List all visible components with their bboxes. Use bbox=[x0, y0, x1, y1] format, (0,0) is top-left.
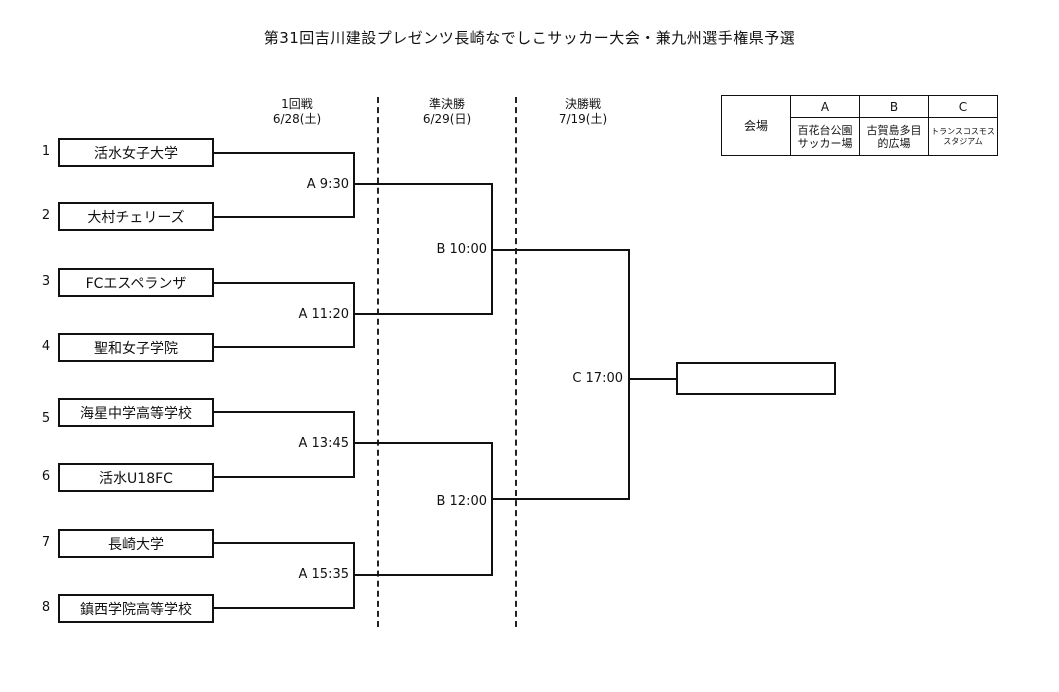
venue-name-line: 的広場 bbox=[877, 136, 911, 150]
round-separator bbox=[377, 97, 379, 627]
team-box: FCエスペランザ bbox=[58, 268, 214, 297]
venue-name-line: トランスコスモス bbox=[931, 126, 995, 136]
bracket-line bbox=[353, 411, 355, 478]
bracket-line bbox=[353, 282, 355, 348]
round-date: 6/29(日) bbox=[422, 112, 472, 126]
bracket-line bbox=[353, 574, 493, 576]
seed-number: 6 bbox=[41, 469, 51, 484]
seed-number: 2 bbox=[41, 208, 51, 223]
bracket-line bbox=[214, 346, 355, 348]
round-header-r1: 1回戦 6/28(土) bbox=[237, 97, 357, 127]
team-box: 長崎大学 bbox=[58, 529, 214, 558]
bracket-line bbox=[353, 183, 493, 185]
venue-code: C bbox=[928, 95, 998, 118]
team-box: 活水U18FC bbox=[58, 463, 214, 492]
tournament-title: 第31回吉川建設プレゼンツ長崎なでしこサッカー大会・兼九州選手権県予選 bbox=[263, 29, 796, 47]
seed-number: 8 bbox=[41, 600, 51, 615]
match-label: B 10:00 bbox=[436, 242, 487, 257]
match-label: C 17:00 bbox=[572, 371, 623, 386]
venue-name: トランスコスモス スタジアム bbox=[928, 117, 998, 156]
bracket-line bbox=[353, 152, 355, 218]
venue-code: A bbox=[790, 95, 860, 118]
bracket-line bbox=[491, 498, 630, 500]
bracket-line bbox=[214, 607, 355, 609]
round-separator bbox=[515, 97, 517, 627]
match-label: B 12:00 bbox=[436, 494, 487, 509]
venue-name-line: 百花台公園 bbox=[797, 123, 853, 137]
match-label: A 11:20 bbox=[298, 307, 350, 322]
bracket-line bbox=[214, 411, 355, 413]
round-name: 1回戦 bbox=[281, 97, 313, 111]
team-box: 海星中学高等学校 bbox=[58, 398, 214, 427]
venue-table: 会場 A B C 百花台公園 サッカー場 古賀島多目 的広場 トランスコスモス … bbox=[721, 95, 998, 156]
match-label: A 13:45 bbox=[298, 436, 350, 451]
venue-header: 会場 bbox=[721, 95, 791, 156]
bracket-line bbox=[628, 378, 676, 380]
venue-name: 古賀島多目 的広場 bbox=[859, 117, 929, 156]
seed-number: 5 bbox=[41, 411, 51, 426]
bracket-line bbox=[214, 282, 355, 284]
venue-name-line: 古賀島多目 bbox=[866, 123, 922, 137]
round-name: 準決勝 bbox=[428, 97, 465, 111]
round-date: 6/28(土) bbox=[272, 112, 322, 126]
round-header-final: 決勝戦 7/19(土) bbox=[523, 97, 643, 127]
seed-number: 4 bbox=[41, 339, 51, 354]
bracket-line bbox=[353, 442, 493, 444]
bracket-line bbox=[214, 542, 355, 544]
bracket-line bbox=[491, 249, 630, 251]
match-label: A 9:30 bbox=[306, 177, 349, 192]
seed-number: 1 bbox=[41, 144, 51, 159]
bracket-line bbox=[353, 313, 493, 315]
team-box: 聖和女子学院 bbox=[58, 333, 214, 362]
bracket-line bbox=[214, 476, 355, 478]
team-box: 活水女子大学 bbox=[58, 138, 214, 167]
venue-name-line: スタジアム bbox=[943, 136, 983, 146]
bracket-line bbox=[628, 249, 630, 500]
venue-name-line: サッカー場 bbox=[797, 136, 853, 150]
team-box: 大村チェリーズ bbox=[58, 202, 214, 231]
venue-name: 百花台公園 サッカー場 bbox=[790, 117, 860, 156]
round-name: 決勝戦 bbox=[564, 97, 601, 111]
champion-box bbox=[676, 362, 836, 395]
team-box: 鎮西学院高等学校 bbox=[58, 594, 214, 623]
round-header-sf: 準決勝 6/29(日) bbox=[387, 97, 507, 127]
round-date: 7/19(土) bbox=[558, 112, 608, 126]
match-label: A 15:35 bbox=[298, 567, 350, 582]
bracket-line bbox=[491, 442, 493, 576]
seed-number: 7 bbox=[41, 535, 51, 550]
bracket-line bbox=[214, 216, 355, 218]
venue-code: B bbox=[859, 95, 929, 118]
seed-number: 3 bbox=[41, 274, 51, 289]
bracket-line bbox=[214, 152, 355, 154]
